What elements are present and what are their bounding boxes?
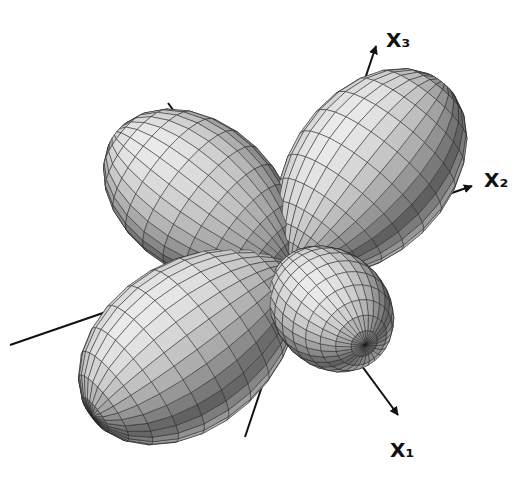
surface-facet bbox=[164, 336, 197, 367]
axis-line bbox=[168, 103, 398, 415]
lobe-surface bbox=[78, 69, 467, 445]
axis-label: X₁ bbox=[390, 440, 414, 460]
surface-facet bbox=[209, 203, 236, 228]
surface-facet bbox=[351, 345, 365, 350]
surface-facet bbox=[336, 346, 352, 351]
surface-facet bbox=[365, 331, 370, 345]
axis-label: X₂ bbox=[484, 170, 508, 190]
surface-facet bbox=[332, 310, 348, 327]
surface-facet bbox=[344, 322, 358, 336]
surface-facet bbox=[128, 431, 153, 437]
surface-facet bbox=[355, 334, 365, 344]
surface-facet bbox=[365, 331, 373, 345]
axis-label: X₃ bbox=[386, 30, 410, 50]
surface-facet bbox=[351, 162, 380, 193]
surface-facet bbox=[351, 345, 365, 352]
axis-line bbox=[245, 46, 376, 437]
surface-facet bbox=[105, 420, 125, 426]
surface-facet bbox=[365, 331, 368, 345]
surface-facet bbox=[321, 351, 338, 357]
surface-facet bbox=[368, 315, 373, 331]
surface-facet bbox=[373, 301, 379, 318]
